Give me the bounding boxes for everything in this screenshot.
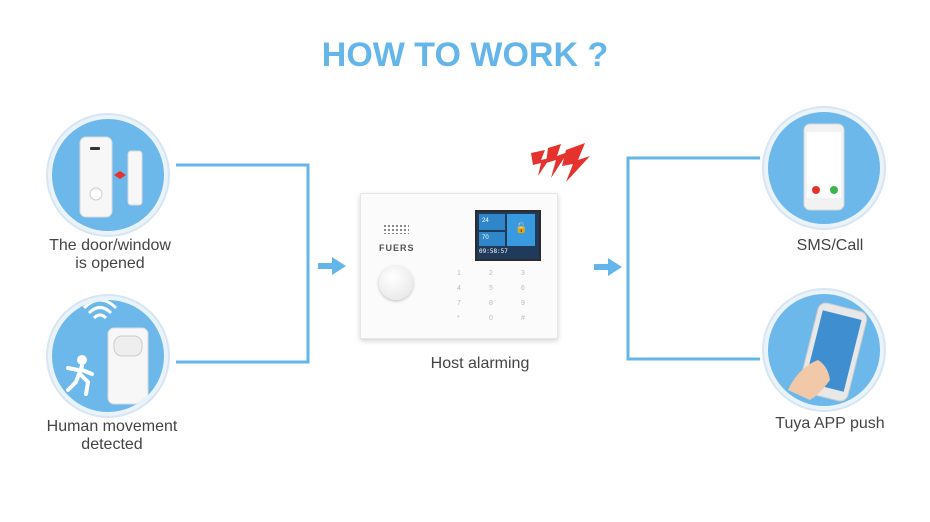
host-alarm-panel: FUERS 24 70 🔓 09:58:57 1 2 3 4 5 6 7 8 9 * 0 # [360, 193, 558, 339]
alarm-icon [531, 143, 590, 182]
motion-caption-line1: Human movement [46, 418, 178, 435]
arrow-right-shaft [594, 264, 610, 270]
door-caption: The door/window is opened [20, 237, 200, 273]
door-caption-line2: is opened [75, 255, 145, 272]
lock-tile: 🔓 [507, 214, 535, 246]
keypad-key: 7 [457, 300, 461, 307]
motion-sensor-circle [48, 296, 168, 416]
arrow-right-head [608, 258, 622, 276]
app-push-icon [788, 302, 868, 402]
motion-caption-line2: detected [81, 436, 143, 453]
page-title: HOW TO WORK ? [321, 36, 609, 74]
keypad-key: 1 [457, 270, 461, 277]
keypad-key: 3 [521, 270, 525, 277]
round-button [379, 266, 413, 300]
keypad-key: 8 [489, 300, 493, 307]
temp-value: 24 [482, 218, 489, 224]
temp-tile: 24 [479, 214, 505, 230]
clock-value: 09:58:57 [479, 248, 508, 255]
door-sensor-icon [79, 136, 143, 218]
host-brand: FUERS [379, 243, 415, 253]
sms-circle [764, 108, 884, 228]
keypad-key: 5 [489, 285, 493, 292]
phone-call-icon [803, 123, 845, 211]
humidity-value: 70 [482, 235, 489, 241]
app-circle [764, 290, 884, 410]
keypad-key: 9 [521, 300, 525, 307]
keypad-key: # [521, 315, 525, 322]
host-caption: Host alarming [430, 355, 530, 372]
keypad-key: 6 [521, 285, 525, 292]
door-caption-line1: The door/window [49, 237, 171, 254]
lock-icon: 🔓 [515, 223, 528, 234]
host-screen: 24 70 🔓 09:58:57 [475, 210, 541, 261]
motion-caption: Human movement detected [20, 418, 204, 454]
keypad-key: 2 [489, 270, 493, 277]
keypad-key: 4 [457, 285, 461, 292]
arrow-left-shaft [318, 263, 334, 269]
keypad-key: * [457, 315, 460, 322]
motion-sensor-icon [66, 300, 149, 405]
keypad-key: 0 [489, 315, 493, 322]
connector-phones [626, 156, 760, 361]
door-sensor-circle [48, 115, 168, 235]
app-caption: Tuya APP push [775, 415, 885, 432]
speaker-grille [383, 224, 409, 234]
sms-caption: SMS/Call [796, 237, 864, 254]
connector-door [176, 163, 310, 364]
arrow-left-head [332, 257, 346, 275]
humidity-tile: 70 [479, 232, 505, 246]
